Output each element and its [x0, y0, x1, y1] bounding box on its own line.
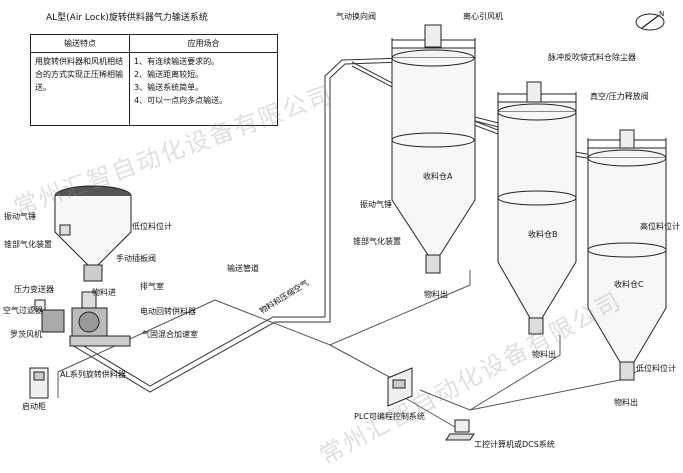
label-pipe: 输送管道 — [227, 264, 259, 273]
label-level-low-left: 低位料位计 — [132, 222, 172, 231]
silo-b — [497, 81, 577, 335]
spec-table: 输送特点 应用场合 用旋转供料器和风机相结合的方式实现正压稀相输送。 1、有连续… — [30, 34, 278, 126]
label-air-filter: 空气过滤器 — [3, 306, 43, 315]
label-out-c: 物料出 — [614, 398, 638, 407]
label-vibrator-right: 振动气锤 — [360, 200, 392, 209]
label-silo-b: 收料仓B — [528, 230, 558, 239]
label-dcs: 工控计算机或DCS系统 — [474, 440, 555, 449]
rotary-feeder — [34, 291, 131, 347]
label-cone-aeration-right: 锥部气化装置 — [353, 237, 401, 246]
label-level-low-right: 低位料位计 — [636, 364, 676, 373]
label-vent-chamber: 排气室 — [140, 282, 164, 291]
label-plc: PLC可编程控制系统 — [354, 412, 425, 421]
compass-icon — [635, 13, 665, 31]
col-header-applications: 应用场合 — [129, 34, 278, 53]
label-start-cabinet: 启动柜 — [22, 402, 46, 411]
label-pressure-gauge: 压力变送器 — [14, 285, 54, 294]
label-feeder-series: AL系列旋转供料器 — [60, 370, 126, 379]
label-silo-a: 收料仓A — [423, 172, 453, 181]
label-relief-valve: 真空/压力释放阀 — [590, 92, 649, 101]
computer — [445, 419, 475, 441]
label-dust-collector: 脉冲反吹袋式料仓除尘器 — [548, 53, 636, 62]
compass-label: N — [659, 10, 665, 18]
label-cone-aeration-left: 锥部气化装置 — [4, 240, 52, 249]
silo-c — [587, 129, 667, 381]
col-header-features: 输送特点 — [30, 34, 130, 53]
label-divert-valve: 气动换向阀 — [336, 12, 376, 21]
label-rotary-feeder: 电动回转供料器 — [140, 307, 196, 316]
applications-cell: 1、有连续输送要求的。 2、输送距离较短。 3、输送系统简单。 4、可以一点向多… — [129, 52, 278, 126]
label-vibrator-left: 振动气锤 — [4, 212, 36, 221]
source-hopper — [54, 185, 132, 282]
application-item: 2、输送距离较短。 — [134, 70, 204, 79]
feature-cell: 用旋转供料器和风机相结合的方式实现正压稀相输送。 — [30, 52, 130, 126]
application-item: 3、输送系统简单。 — [134, 83, 204, 92]
application-item: 1、有连续输送要求的。 — [134, 57, 220, 66]
start-cabinet — [29, 367, 49, 399]
diagram-title: AL型(Air Lock)旋转供料器气力输送系统 — [46, 13, 208, 23]
label-material-in: 物料进 — [92, 288, 116, 297]
label-fan: 离心引风机 — [463, 12, 503, 21]
plc-cabinet — [387, 367, 413, 407]
label-level-high: 高位料位计 — [640, 222, 680, 231]
label-mixing: 气固混合加速室 — [142, 330, 198, 339]
label-out-a: 物料出 — [424, 290, 448, 299]
application-item: 4、可以一点向多点输送。 — [134, 96, 228, 105]
label-slide-gate: 手动插板阀 — [116, 254, 156, 263]
label-roots-blower: 罗茨风机 — [10, 330, 42, 339]
label-out-b: 物料出 — [532, 350, 556, 359]
label-silo-c: 收料仓C — [614, 280, 644, 289]
silo-a — [391, 24, 476, 274]
